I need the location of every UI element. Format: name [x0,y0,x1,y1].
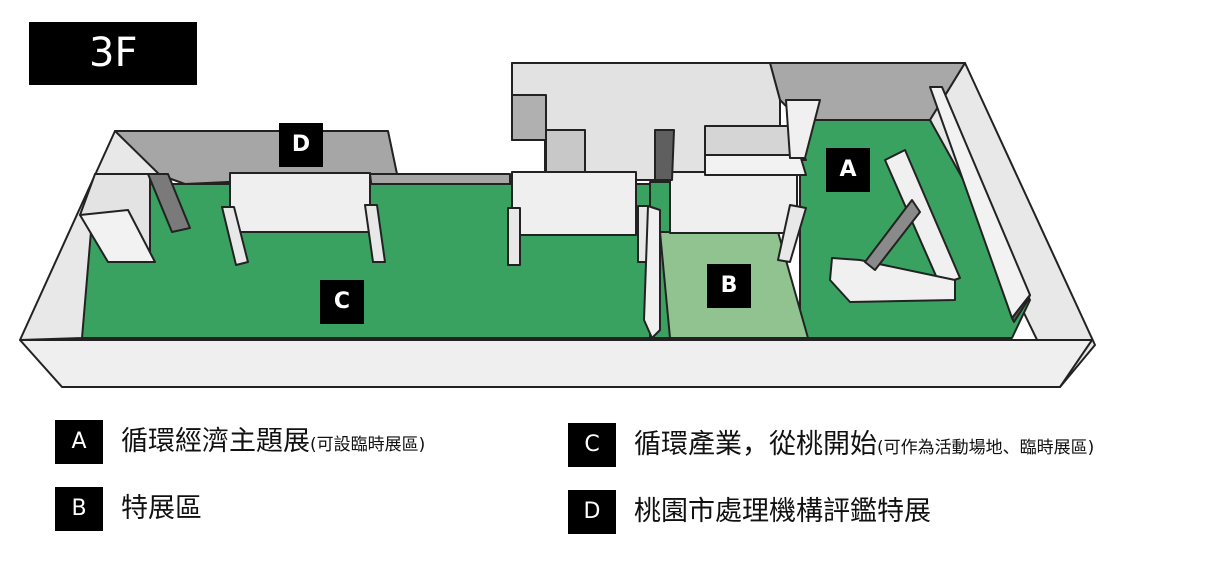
left-room-divider [147,173,191,233]
map-label-c: C [320,280,364,324]
partition-post-5 [777,204,807,263]
rear-room-step [545,129,586,176]
wall-a-left [785,99,821,159]
floor-label: 3F [29,22,197,85]
left-room-front [79,209,156,263]
legend-note-a: (可設臨時展區) [310,435,426,455]
legend-key-b: B [55,487,103,531]
legend-key-c: C [568,423,616,467]
rear-room-pillar [511,94,547,141]
room-b-back [704,125,807,161]
legend-title-d: 桃園市處理機構評鑑特展 [634,496,931,527]
floor-plan-map [19,62,1096,388]
legend-key-d: D [568,490,616,534]
front-wall [19,339,1093,388]
display-l-wall-vertical [884,149,961,286]
map-label-d: D [279,123,323,167]
display-l-wall-base [829,257,956,303]
legend-title-b: 特展區 [121,493,202,524]
legend-title-c: 循環產業，從桃開始 [634,429,877,460]
partition-post-3 [507,207,521,266]
legend-title-a: 循環經濟主題展 [121,426,310,457]
partition-dark-post [654,129,675,181]
partition-panel-center [511,171,637,236]
legend-text-c: 循環產業，從桃開始(可作為活動場地、臨時展區) [634,423,1094,470]
legend-text-a: 循環經濟主題展(可設臨時展區) [121,420,425,467]
partition-post-2 [364,204,386,263]
partition-zigzag [643,205,661,339]
room-b-wall [704,154,807,176]
legend-text-b: 特展區 [121,487,202,534]
legend-note-c: (可作為活動場地、臨時展區) [877,438,1095,458]
map-label-b: B [707,264,751,308]
display-diagonal-panel [864,199,921,271]
display-wall-long-edge [1011,294,1031,323]
partition-panel-left [229,172,371,233]
legend-key-a: A [55,420,103,464]
partition-panel-right [669,171,798,234]
legend-text-d: 桃園市處理機構評鑑特展 [634,490,931,537]
map-label-a: A [826,148,870,192]
partition-post-1 [221,206,249,266]
